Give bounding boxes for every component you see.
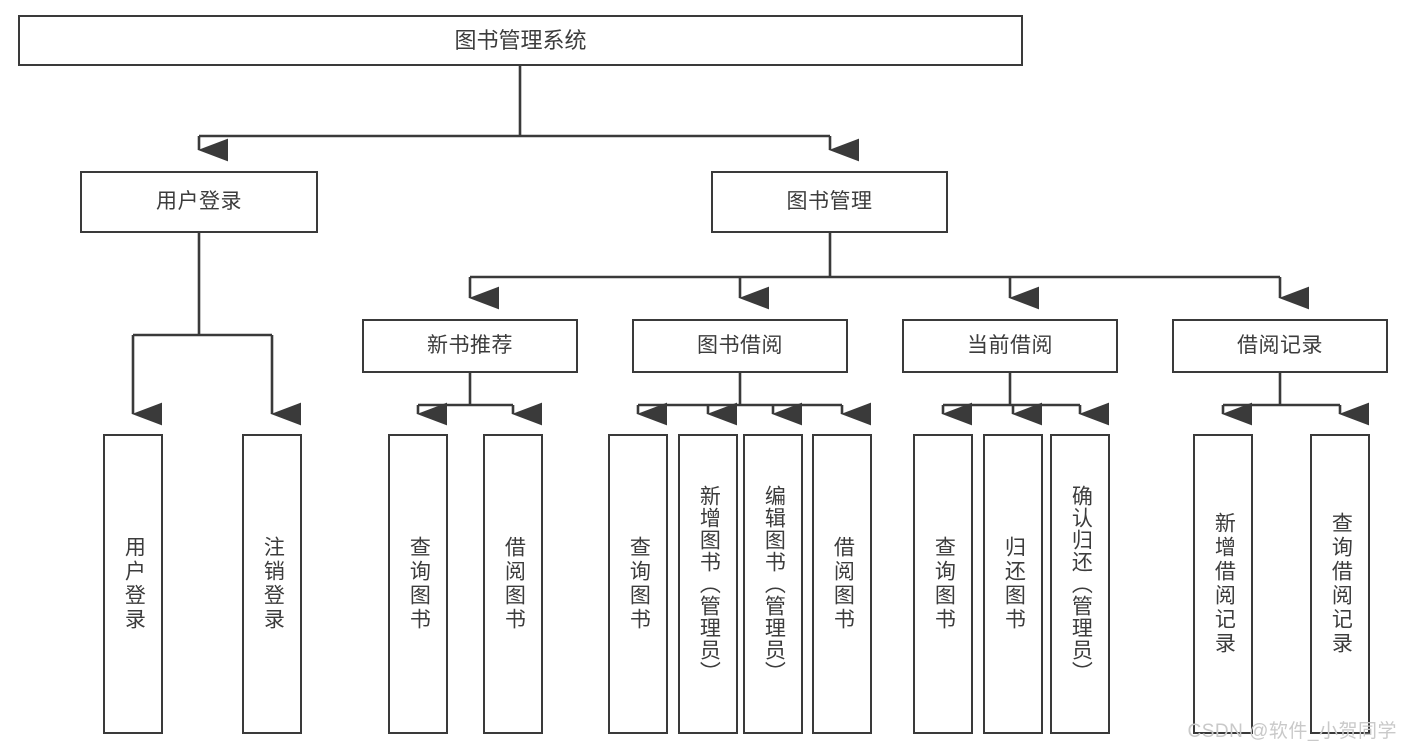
leaf-book-borrow-add[interactable]: 新增图书（管理员） <box>678 434 738 734</box>
node-label: 用户登录 <box>156 189 242 213</box>
node-label: 图书管理 <box>786 189 873 213</box>
leaf-user-login-login[interactable]: 用户登录 <box>103 434 163 734</box>
node-label: 图书管理系统 <box>454 27 587 53</box>
leaf-current-borrow-return[interactable]: 归还图书 <box>983 434 1043 734</box>
leaf-new-book-borrow[interactable]: 借阅图书 <box>483 434 543 734</box>
leaf-current-borrow-confirm[interactable]: 确认归还（管理员） <box>1050 434 1110 734</box>
node-label: 新增图书（管理员） <box>697 485 721 683</box>
leaf-current-borrow-query[interactable]: 查询图书 <box>913 434 973 734</box>
node-label: 用户登录 <box>122 536 146 632</box>
leaf-book-borrow-query[interactable]: 查询图书 <box>608 434 668 734</box>
node-label: 新书推荐 <box>427 333 513 357</box>
node-label: 查询图书 <box>407 536 431 632</box>
node-current-borrow[interactable]: 当前借阅 <box>902 319 1118 373</box>
node-label: 归还图书 <box>1002 536 1026 632</box>
node-label: 新增借阅记录 <box>1212 512 1236 656</box>
node-label: 当前借阅 <box>967 333 1053 357</box>
node-label: 查询借阅记录 <box>1329 512 1353 656</box>
node-label: 查询图书 <box>932 536 956 632</box>
node-user-login[interactable]: 用户登录 <box>80 171 318 233</box>
node-label: 借阅图书 <box>502 536 526 632</box>
node-borrow-record[interactable]: 借阅记录 <box>1172 319 1388 373</box>
node-label: 编辑图书（管理员） <box>762 485 786 683</box>
leaf-user-login-logout[interactable]: 注销登录 <box>242 434 302 734</box>
leaf-new-book-query[interactable]: 查询图书 <box>388 434 448 734</box>
node-label: 借阅记录 <box>1237 333 1323 357</box>
node-book-borrow[interactable]: 图书借阅 <box>632 319 848 373</box>
node-book-management[interactable]: 图书管理 <box>711 171 948 233</box>
node-label: 查询图书 <box>627 536 651 632</box>
node-label: 图书借阅 <box>697 333 783 357</box>
node-new-book-recommend[interactable]: 新书推荐 <box>362 319 578 373</box>
node-label: 确认归还（管理员） <box>1069 485 1093 683</box>
leaf-book-borrow-borrow[interactable]: 借阅图书 <box>812 434 872 734</box>
node-label: 注销登录 <box>261 536 285 632</box>
node-root-system[interactable]: 图书管理系统 <box>18 15 1023 66</box>
leaf-borrow-record-query[interactable]: 查询借阅记录 <box>1310 434 1370 734</box>
leaf-book-borrow-edit[interactable]: 编辑图书（管理员） <box>743 434 803 734</box>
leaf-borrow-record-add[interactable]: 新增借阅记录 <box>1193 434 1253 734</box>
node-label: 借阅图书 <box>831 536 855 632</box>
